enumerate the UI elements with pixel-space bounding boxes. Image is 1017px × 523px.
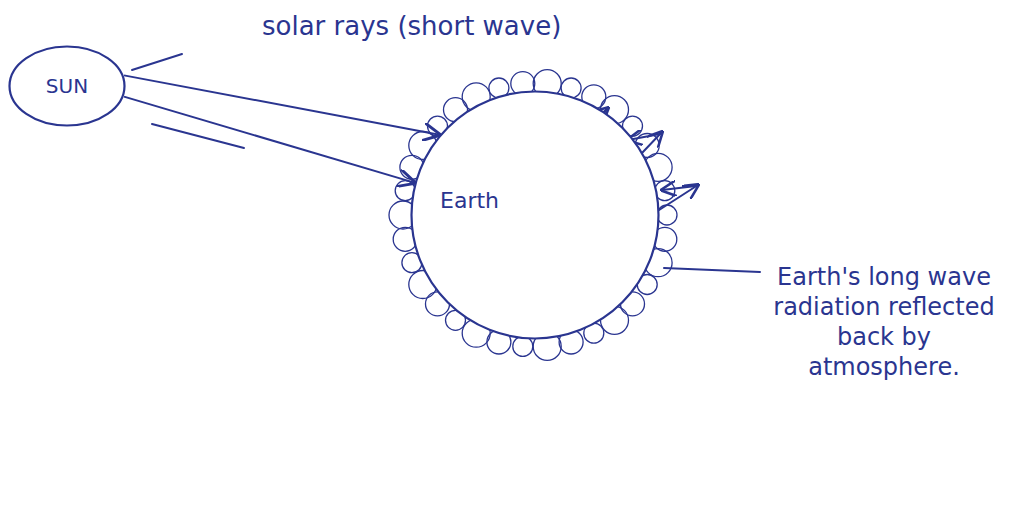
- annotation-label: Earth's long wave radiation reflected ba…: [758, 262, 1010, 382]
- earth-circle: Earth: [410, 90, 660, 340]
- node-text: SUN: [46, 74, 88, 98]
- rays-label: solar rays (short wave): [262, 10, 561, 43]
- atmosphere-clouds: [389, 70, 677, 361]
- leader-line: [664, 268, 760, 272]
- cloud-bump: [657, 205, 677, 225]
- solar-ray-arrow: [124, 75, 439, 134]
- node-text: Earth: [440, 188, 499, 214]
- sun-ray: [132, 54, 182, 70]
- solar-ray-arrow: [124, 97, 414, 183]
- outline: [410, 90, 660, 340]
- sun-circle: SUN: [8, 45, 126, 127]
- reflected-arrow: [662, 186, 696, 190]
